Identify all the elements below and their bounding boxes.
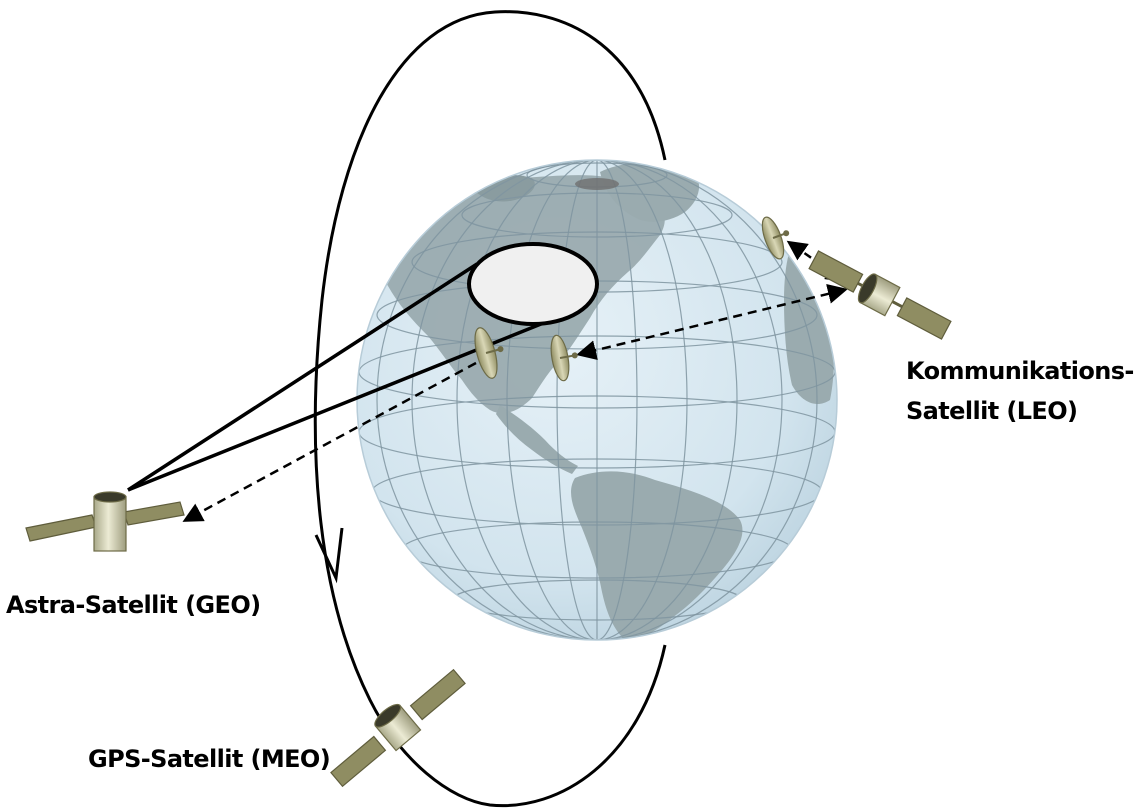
- globe-outline: [356, 159, 838, 641]
- north-pole-marker: [575, 178, 619, 190]
- longitude-gridlines: [376, 160, 818, 640]
- meo-orbit-back: [313, 10, 667, 808]
- leo-label-line-1: Kommunikations-: [906, 357, 1134, 385]
- meo-label: GPS-Satellit (MEO): [88, 745, 331, 773]
- ground-dish-icon-1: [474, 327, 504, 379]
- meo-orbit: [313, 10, 667, 808]
- leo-link-arrow-long: [576, 284, 848, 360]
- leo-label-line-2: Satellit (LEO): [906, 397, 1078, 425]
- south-america-landmass: [571, 471, 743, 640]
- geo-beam-lines: [127, 262, 542, 492]
- leo-satellite-icon: [808, 250, 952, 340]
- orbit-direction-arrow: [314, 527, 344, 584]
- coverage-footprint: [467, 242, 599, 326]
- ground-dish-icon-2: [550, 334, 578, 382]
- geo-satellite-icon: [25, 491, 185, 552]
- greenland-landmass: [600, 162, 700, 222]
- ground-dish-icon-3: [761, 216, 790, 260]
- geo-label: Astra-Satellit (GEO): [6, 591, 261, 619]
- meo-satellite-icon: [330, 668, 466, 788]
- geo-downlink-arrow: [182, 361, 477, 522]
